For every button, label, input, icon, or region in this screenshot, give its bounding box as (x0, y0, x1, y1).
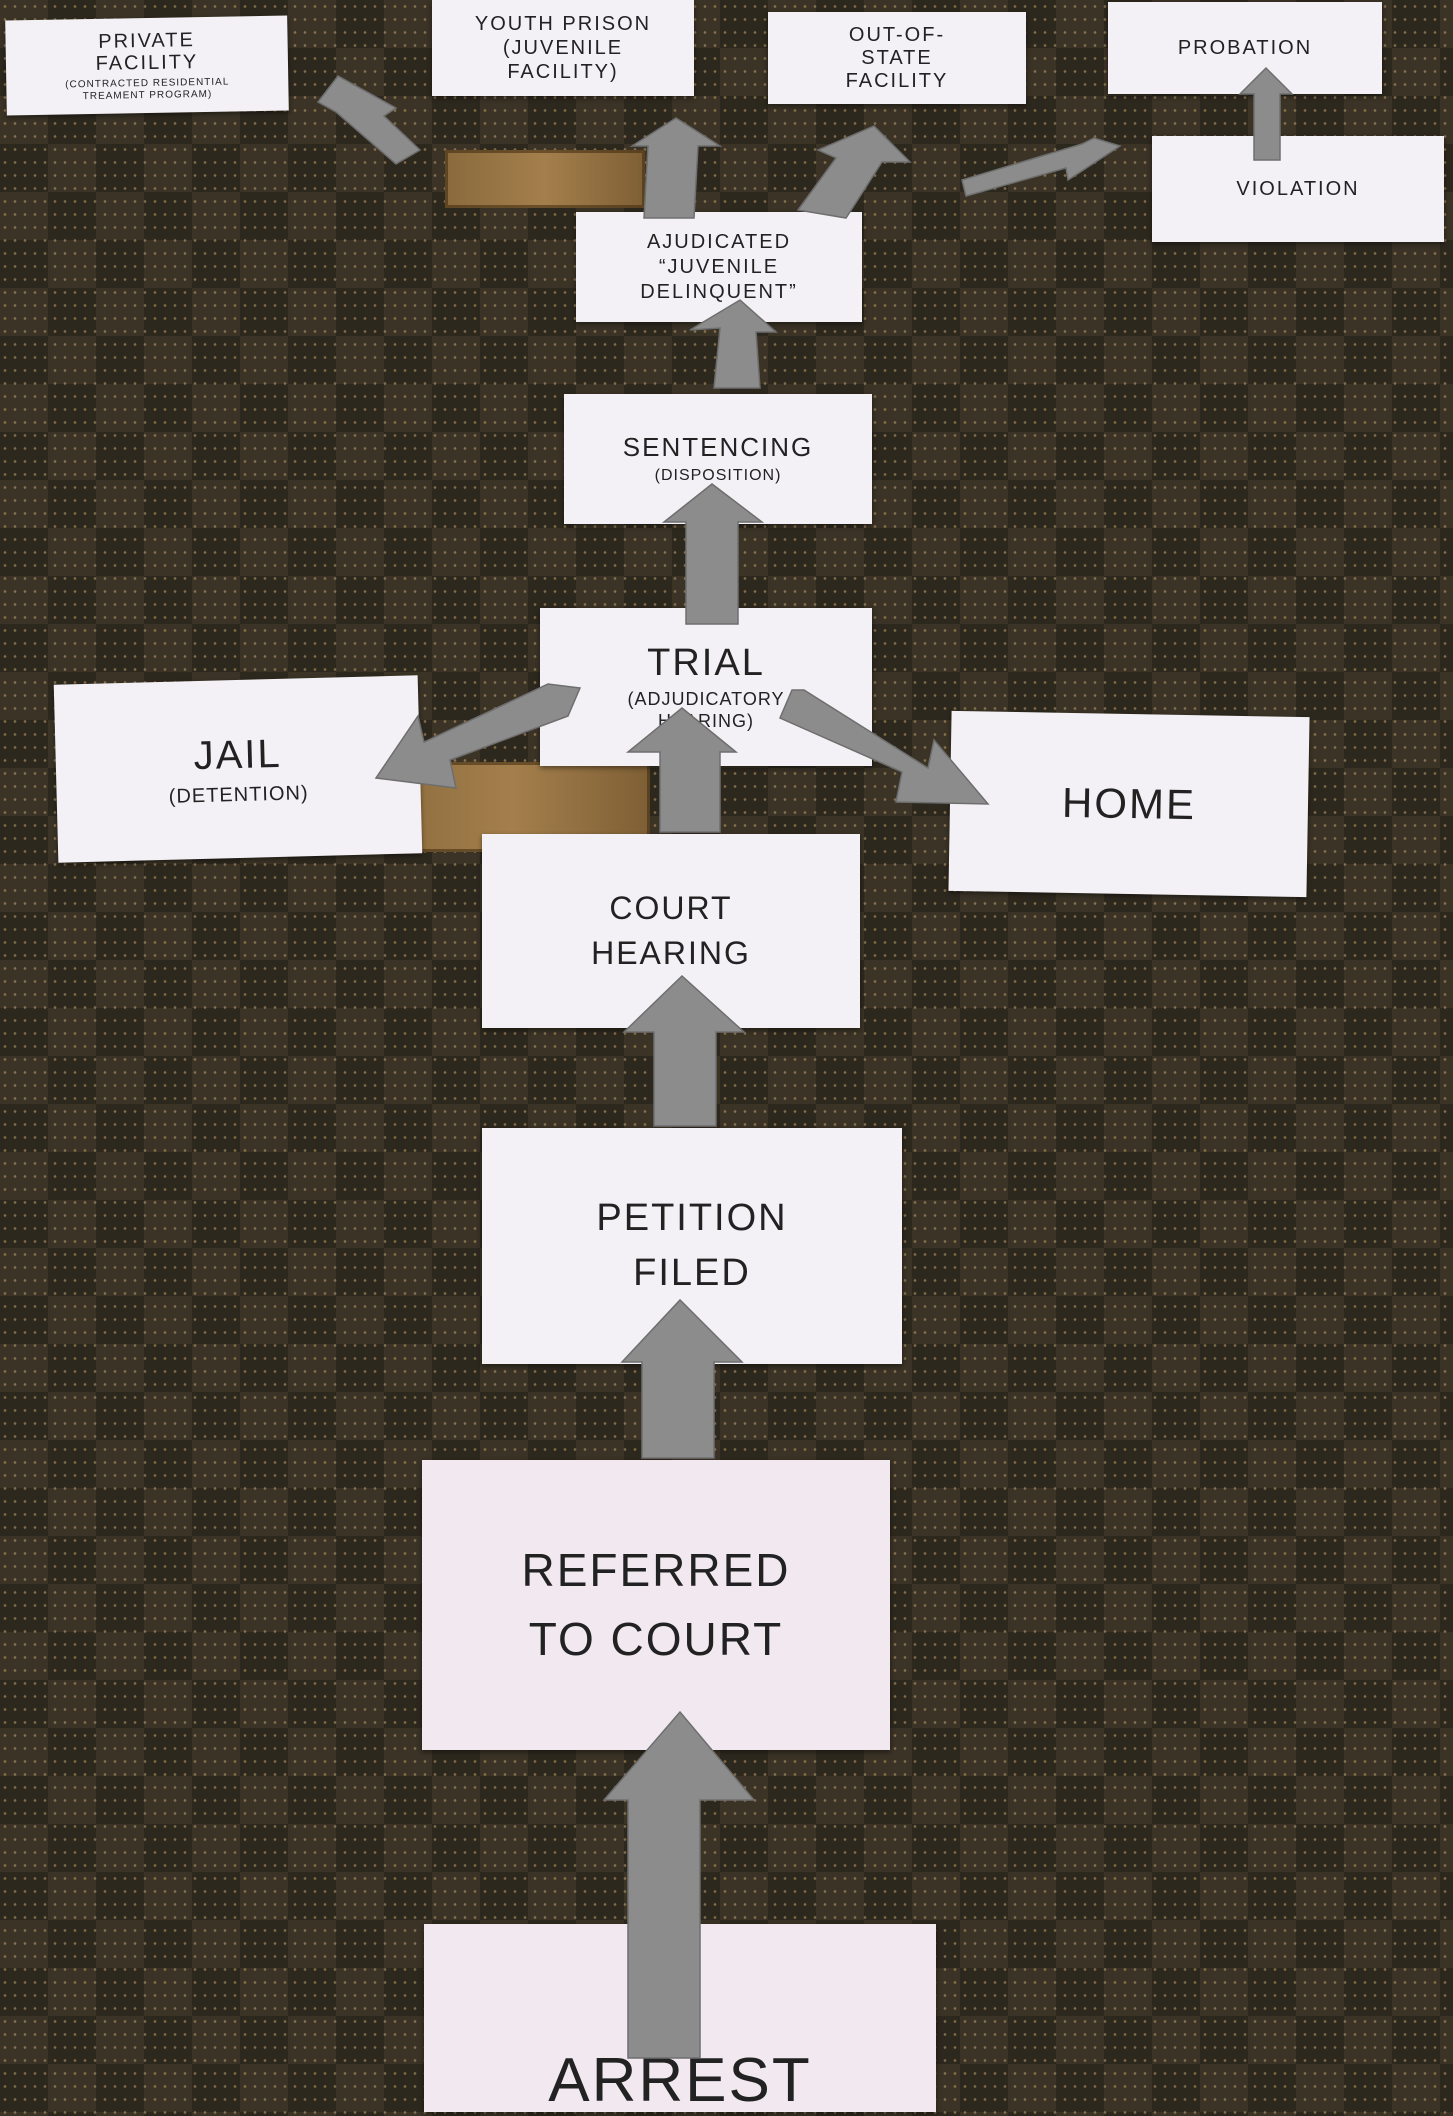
card-title: COURT HEARING (591, 890, 751, 971)
card-title: TRIAL (647, 641, 765, 684)
adjudicated-card: AJUDICATED “JUVENILE DELINQUENT” (576, 212, 862, 322)
card-title: AJUDICATED “JUVENILE DELINQUENT” (640, 230, 798, 303)
card-title: PETITION FILED (596, 1196, 788, 1294)
card-title: REFERRED TO COURT (521, 1544, 791, 1665)
youth-prison-card: YOUTH PRISON (JUVENILE FACILITY) (432, 0, 694, 96)
card-title: SENTENCING (622, 431, 814, 462)
card-title: YOUTH PRISON (JUVENILE FACILITY) (474, 13, 652, 83)
floor-plate-upper (445, 150, 645, 208)
card-title: VIOLATION (1236, 177, 1360, 200)
trial-card: TRIAL (ADJUDICATORY HEARING) (540, 608, 872, 766)
violation-card: VIOLATION (1152, 136, 1444, 242)
card-title: OUT-OF-STATE FACILITY (845, 23, 949, 92)
card-subtitle: (DISPOSITION) (654, 466, 782, 484)
card-title: PROBATION (1177, 36, 1313, 59)
probation-card: PROBATION (1108, 2, 1382, 94)
referred-to-court-card: REFERRED TO COURT (422, 1460, 890, 1750)
out-of-state-card: OUT-OF-STATE FACILITY (768, 12, 1026, 104)
